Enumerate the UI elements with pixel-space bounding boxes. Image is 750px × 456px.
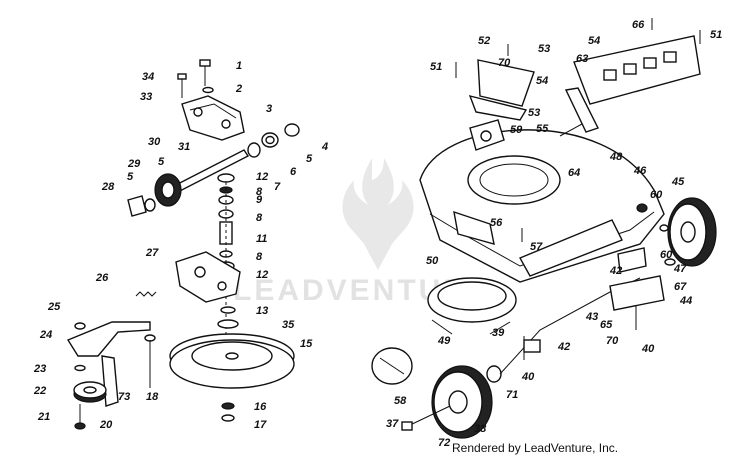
callout-16: 16 <box>254 401 267 413</box>
callout-44: 44 <box>679 295 692 307</box>
callout-66: 66 <box>632 19 645 31</box>
callout-20: 20 <box>99 419 113 431</box>
callout-26: 26 <box>95 272 109 284</box>
callout-37: 37 <box>386 418 399 430</box>
watermark-logo <box>342 158 414 270</box>
callout-73: 73 <box>118 391 130 403</box>
callout-53a: 53 <box>538 43 550 55</box>
callout-50: 50 <box>426 255 439 267</box>
callout-42a: 42 <box>557 341 570 353</box>
callout-5b: 5 <box>158 156 165 168</box>
callout-38: 38 <box>474 423 487 435</box>
callout-40b: 40 <box>641 343 655 355</box>
callout-21: 21 <box>37 411 50 423</box>
callout-59: 59 <box>510 124 523 136</box>
callout-12b: 12 <box>256 269 268 281</box>
callout-12a: 12 <box>256 171 268 183</box>
callout-15: 15 <box>300 338 313 350</box>
callout-40a: 40 <box>521 371 535 383</box>
callout-22: 22 <box>33 385 46 397</box>
callout-3: 3 <box>266 103 272 115</box>
callout-6: 6 <box>290 166 297 178</box>
callout-43: 43 <box>585 311 598 323</box>
callout-64: 64 <box>568 167 580 179</box>
callout-57: 57 <box>530 241 543 253</box>
callout-23: 23 <box>33 363 46 375</box>
callout-11: 11 <box>256 233 267 245</box>
callout-52: 52 <box>478 35 490 47</box>
callout-53b: 53 <box>528 107 540 119</box>
callout-35: 35 <box>282 319 295 331</box>
callout-39: 39 <box>492 327 505 339</box>
callout-54b: 54 <box>588 35 600 47</box>
callout-71: 71 <box>506 389 518 401</box>
callout-60b: 60 <box>660 249 673 261</box>
credit-text: Rendered by LeadVenture, Inc. <box>452 441 618 455</box>
callout-58: 58 <box>394 395 407 407</box>
callout-24: 24 <box>39 329 52 341</box>
callout-13: 13 <box>256 305 268 317</box>
callout-72: 72 <box>438 437 450 449</box>
callout-17: 17 <box>254 419 267 431</box>
callout-7: 7 <box>274 181 281 193</box>
callout-labels: 1 2 3 4 5 5 5 6 7 8 8 8 9 11 12 12 13 15… <box>33 19 722 449</box>
callout-63: 63 <box>576 53 588 65</box>
callout-42b: 42 <box>609 265 622 277</box>
callout-54a: 54 <box>536 75 548 87</box>
callout-49: 49 <box>437 335 451 347</box>
callout-8b: 8 <box>256 212 263 224</box>
callout-25: 25 <box>47 301 61 313</box>
callout-55: 55 <box>536 123 549 135</box>
callout-5c: 5 <box>127 171 134 183</box>
callout-29: 29 <box>127 158 141 170</box>
callout-8c: 8 <box>256 251 263 263</box>
callout-9: 9 <box>256 194 263 206</box>
callout-18: 18 <box>146 391 159 403</box>
callout-34: 34 <box>142 71 154 83</box>
callout-65: 65 <box>600 319 613 331</box>
callout-47: 47 <box>673 263 687 275</box>
callout-48: 48 <box>609 151 623 163</box>
callout-51a: 51 <box>430 61 442 73</box>
callout-33: 33 <box>140 91 152 103</box>
callout-45: 45 <box>671 176 685 188</box>
callout-5a: 5 <box>306 153 313 165</box>
callout-51b: 51 <box>710 29 722 41</box>
callout-8a: 8 <box>256 186 263 198</box>
callout-60a: 60 <box>650 189 663 201</box>
callout-56: 56 <box>490 217 503 229</box>
right-assembly <box>371 18 717 439</box>
callout-70a: 70 <box>498 57 511 69</box>
callout-70b: 70 <box>606 335 619 347</box>
callout-1: 1 <box>236 60 242 72</box>
callout-31: 31 <box>178 141 190 153</box>
left-assembly <box>66 59 300 430</box>
callout-46: 46 <box>633 165 647 177</box>
callout-28: 28 <box>101 181 115 193</box>
callout-4: 4 <box>321 141 328 153</box>
callout-67: 67 <box>674 281 687 293</box>
callout-27: 27 <box>145 247 159 259</box>
callout-2: 2 <box>235 83 242 95</box>
callout-30: 30 <box>148 136 161 148</box>
